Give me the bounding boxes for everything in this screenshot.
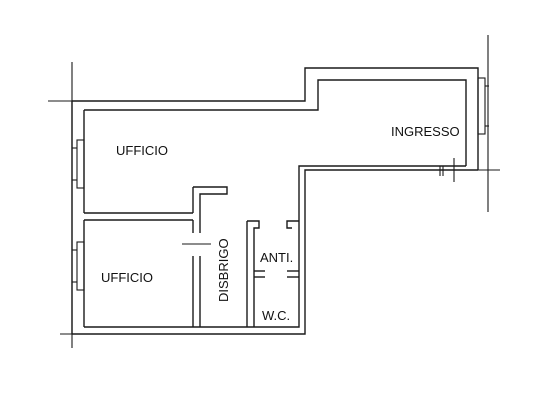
room-label-ufficio-upper: UFFICIO — [116, 143, 168, 158]
room-labels: UFFICIO INGRESSO UFFICIO DISBRIGO ANTI. … — [101, 124, 460, 323]
window-left-upper — [72, 139, 85, 189]
reference-lines — [48, 35, 500, 348]
exterior-walls — [71, 67, 479, 335]
room-label-disbrigo: DISBRIGO — [216, 238, 231, 302]
window-right — [477, 77, 489, 135]
room-label-wc: W.C. — [262, 308, 290, 323]
room-label-ingresso: INGRESSO — [391, 124, 460, 139]
interior-walls — [84, 186, 299, 327]
openings — [72, 77, 489, 291]
room-label-anti: ANTI. — [260, 250, 293, 265]
room-label-ufficio-lower: UFFICIO — [101, 270, 153, 285]
window-left-lower — [72, 241, 85, 291]
